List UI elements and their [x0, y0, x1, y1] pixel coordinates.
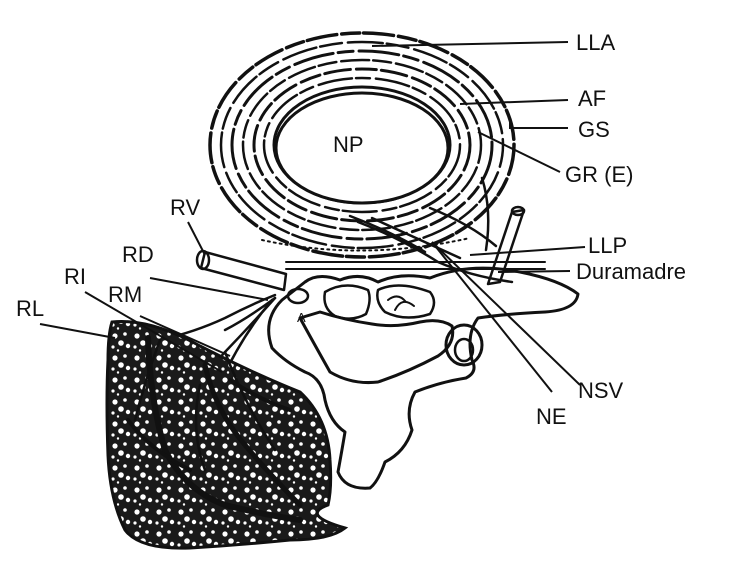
- label-af: AF: [578, 86, 606, 111]
- label-gs: GS: [578, 117, 610, 142]
- label-gr: GR (E): [565, 162, 633, 187]
- ramus-ventralis-tube: [197, 251, 286, 290]
- label-rv: RV: [170, 195, 200, 220]
- label-rd: RD: [122, 242, 154, 267]
- label-rm: RM: [108, 282, 142, 307]
- label-llp: LLP: [588, 233, 627, 258]
- label-nsv: NSV: [578, 378, 624, 403]
- label-ne: NE: [536, 404, 567, 429]
- label-rl: RL: [16, 296, 44, 321]
- label-ri: RI: [64, 264, 86, 289]
- label-duramadre: Duramadre: [576, 259, 686, 284]
- paraspinal-muscles: [107, 322, 345, 549]
- label-a: A: [297, 310, 306, 325]
- label-np: NP: [333, 132, 364, 157]
- label-lla: LLA: [576, 30, 615, 55]
